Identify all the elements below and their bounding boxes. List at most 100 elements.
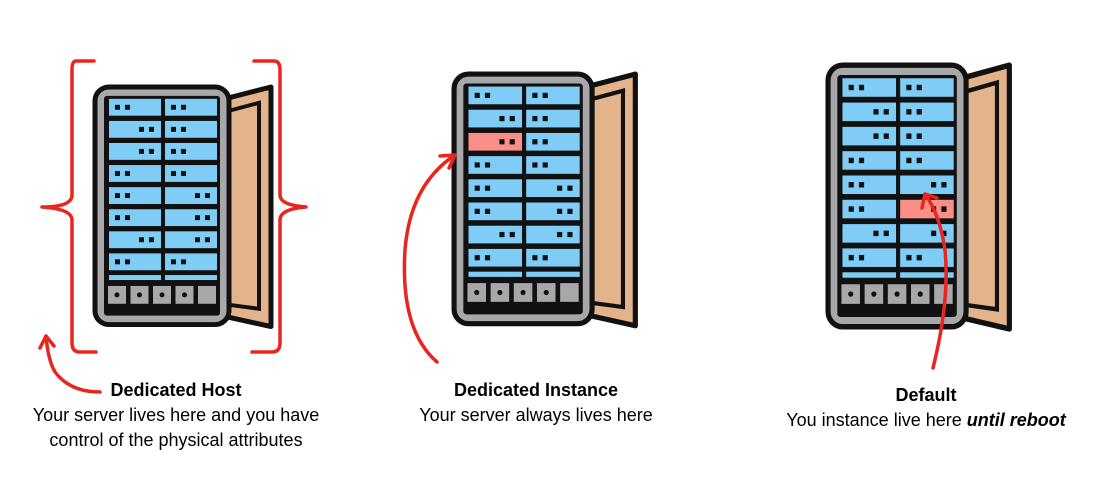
rack-port-hole (137, 292, 142, 298)
title-dedicated-instance: Dedicated Instance (453, 380, 619, 400)
server-led (883, 230, 889, 237)
server-led (916, 84, 922, 91)
server-slot (109, 143, 161, 160)
server-led (906, 133, 912, 139)
rack-port (198, 285, 216, 304)
server-led (567, 208, 573, 214)
server-led (873, 109, 879, 115)
server-led (474, 162, 480, 168)
server-slot (526, 132, 580, 151)
rack-port-hole (917, 291, 923, 297)
caption-dedicated-host: Dedicated Host Your server lives here an… (33, 378, 320, 453)
server-slot (526, 225, 580, 244)
server-led (125, 215, 130, 221)
server-slot (526, 248, 580, 267)
desc-default: You instance live here until reboot (786, 408, 1065, 433)
server-led (171, 148, 176, 154)
rack-port-hole (159, 292, 165, 298)
title-dedicated-host: Dedicated Host (110, 380, 242, 400)
server-led (115, 171, 120, 176)
server-led (848, 157, 854, 164)
desc-line-2: control of the physical attributes (49, 430, 303, 450)
server-led (906, 254, 912, 261)
server-led (848, 206, 854, 212)
desc-text: You instance live here (786, 410, 967, 430)
server-rack-default (825, 62, 1012, 332)
server-led (499, 231, 505, 238)
server-led (542, 92, 548, 98)
server-led (916, 133, 922, 139)
arrow-dedicated-instance (402, 153, 457, 364)
desc-emphasis: until reboot (966, 410, 1066, 430)
server-led (848, 254, 854, 261)
rack-port-hole (520, 289, 526, 296)
server-slot (526, 202, 580, 221)
rack-port-hole (114, 292, 120, 298)
server-led (858, 254, 865, 261)
server-led (139, 237, 144, 243)
server-led (205, 215, 210, 221)
server-led (181, 126, 186, 132)
server-led (858, 84, 865, 91)
server-slot (165, 209, 217, 227)
server-rack-dedicated-instance (451, 71, 638, 329)
server-led (125, 171, 130, 176)
server-led (181, 259, 186, 265)
desc-line-1: Your server lives here and you have (32, 405, 320, 425)
server-led (181, 148, 186, 154)
server-led (115, 259, 120, 265)
server-led (883, 133, 889, 139)
server-led (171, 259, 176, 265)
server-led (532, 115, 538, 122)
server-slot (165, 231, 217, 249)
server-slot (842, 151, 897, 170)
server-led (509, 231, 515, 238)
server-led (931, 182, 937, 188)
server-slot (526, 271, 580, 277)
server-led (125, 193, 130, 199)
server-led (149, 126, 154, 132)
server-led (906, 157, 912, 164)
caption-dedicated-instance: Dedicated Instance Your server always li… (419, 378, 652, 428)
server-led (557, 231, 563, 238)
server-led (139, 126, 144, 132)
server-led (532, 162, 538, 168)
server-led (873, 230, 879, 237)
server-led (873, 133, 879, 139)
server-led (542, 115, 548, 122)
server-slot (468, 156, 523, 174)
left-bracket (40, 59, 98, 354)
rack-port-hole (871, 291, 877, 297)
server-led (195, 237, 200, 243)
server-slot (165, 187, 217, 204)
server-slot (165, 120, 217, 138)
server-slot (526, 86, 580, 105)
rack-port-hole (848, 291, 854, 297)
server-led (906, 109, 912, 115)
server-slot (842, 102, 897, 122)
server-led (532, 255, 538, 261)
server-slot (900, 78, 954, 97)
server-led (115, 193, 120, 199)
server-led (205, 237, 210, 243)
server-slot (468, 248, 523, 267)
rack-port (934, 284, 953, 304)
server-led (858, 182, 865, 188)
server-slot (842, 199, 897, 219)
server-slot (165, 275, 217, 281)
server-led (195, 193, 200, 199)
server-led (181, 104, 186, 110)
server-slot (165, 98, 217, 116)
server-led (532, 92, 538, 98)
server-led (941, 206, 947, 212)
server-led (205, 193, 210, 199)
server-led (509, 139, 515, 145)
server-led (848, 84, 854, 91)
server-led (474, 92, 480, 98)
server-slot (109, 120, 161, 138)
server-slot (165, 165, 217, 182)
server-led (484, 92, 491, 98)
server-led (181, 171, 186, 176)
server-led (916, 109, 922, 115)
server-slot (109, 209, 161, 227)
